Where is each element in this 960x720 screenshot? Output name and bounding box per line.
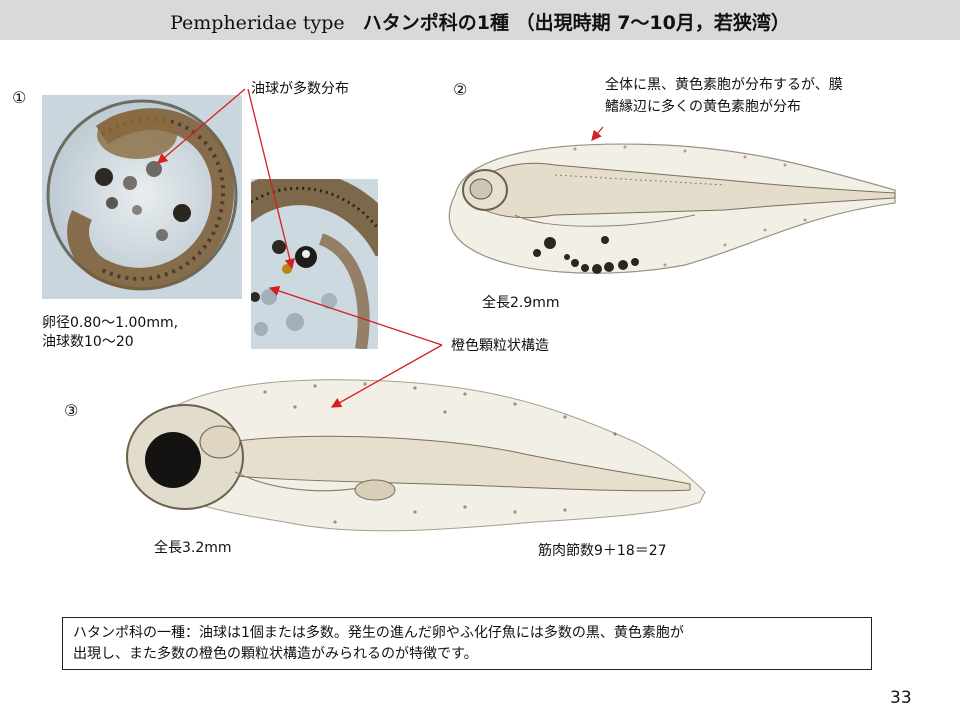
marker-1: ① [12, 88, 27, 107]
marker-3: ③ [64, 401, 79, 420]
larva-2-9mm-photo [425, 135, 925, 285]
label-oil-globules: 油球が多数分布 [251, 81, 349, 97]
label-length-3: 全長3.2mm [154, 540, 232, 556]
caption-line-1: ハタンポ科の一種：油球は1個または多数。発生の進んだ卵やふ化仔魚には多数の黒、黄… [73, 625, 684, 641]
egg-closeup-photo [251, 179, 378, 349]
title-japanese: ハタンポ科の1種 （出現時期 7〜10月，若狭湾） [362, 12, 790, 34]
page-title: Pempheridae type ハタンポ科の1種 （出現時期 7〜10月，若狭… [0, 8, 960, 35]
title-bar [0, 0, 960, 40]
label-myomeres: 筋肉節数9＋18＝27 [538, 543, 667, 559]
label-pigment-line1: 全体に黒、黄色素胞が分布するが、膜 [605, 77, 843, 93]
label-length-2: 全長2.9mm [482, 295, 560, 311]
title-latin: Pempheridae type [170, 12, 345, 34]
caption-line-2: 出現し、また多数の橙色の顆粒状構造がみられるのが特徴です。 [73, 646, 478, 662]
marker-2: ② [453, 80, 468, 99]
label-orange-granules: 橙色顆粒状構造 [451, 338, 549, 354]
label-pigment-line2: 鰭縁辺に多くの黄色素胞が分布 [605, 99, 801, 115]
label-egg-diameter: 卵径0.80〜1.00mm, [42, 315, 179, 331]
caption-box: ハタンポ科の一種：油球は1個または多数。発生の進んだ卵やふ化仔魚には多数の黒、黄… [62, 617, 872, 670]
larva-3-2mm-photo [115, 372, 715, 542]
label-oil-count: 油球数10〜20 [42, 334, 134, 350]
page-number: 33 [890, 688, 912, 708]
egg-photo [42, 95, 242, 299]
